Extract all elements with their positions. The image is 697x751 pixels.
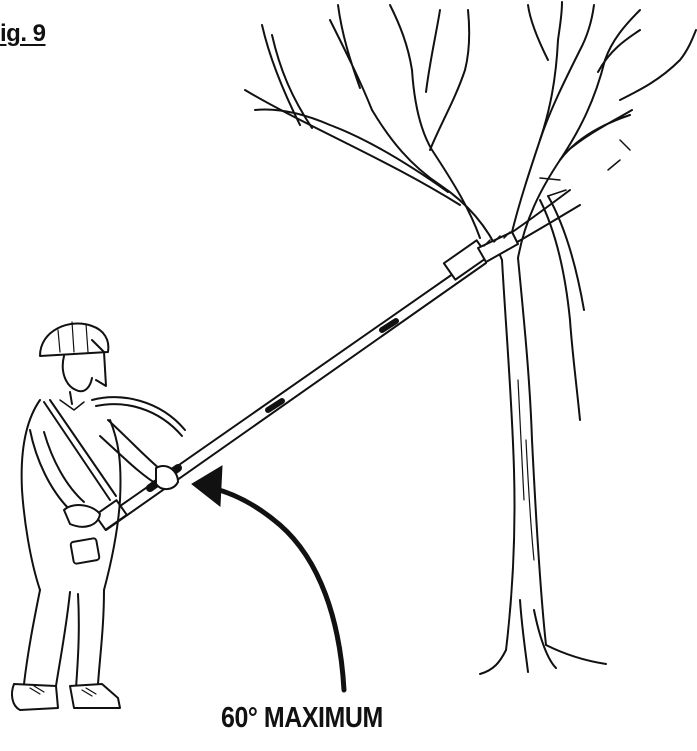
chest-strap xyxy=(44,400,116,500)
branch-lower-right xyxy=(540,196,584,420)
tree-trunk-right-edge xyxy=(518,258,546,645)
twigs xyxy=(540,140,630,196)
branch-left-1 xyxy=(245,90,460,205)
figure-label: ig. 9 xyxy=(0,20,46,48)
pole-shaft xyxy=(100,255,486,530)
angle-arrow-head xyxy=(192,466,222,506)
hip-battery xyxy=(70,538,99,564)
legs xyxy=(24,590,104,688)
harness-strap xyxy=(92,397,185,436)
branch-left-4 xyxy=(390,5,440,92)
left-arm xyxy=(30,430,84,510)
branch-left-2 xyxy=(330,5,372,110)
branch-right-1 xyxy=(560,110,632,160)
fork-left-inner xyxy=(412,70,480,238)
tree xyxy=(245,2,696,674)
angle-indicator xyxy=(212,488,344,690)
head xyxy=(63,356,92,404)
left-boot xyxy=(12,684,58,710)
saw-bar xyxy=(478,232,518,262)
branch-right-2 xyxy=(598,10,640,72)
angle-arrow-curve xyxy=(212,488,344,690)
branch-left-1b xyxy=(255,110,448,192)
tree-trunk-left-edge xyxy=(502,260,515,650)
right-boot xyxy=(70,684,120,708)
bark-lines xyxy=(518,380,534,560)
operator xyxy=(12,322,178,710)
left-hand xyxy=(64,505,100,527)
branch-right-3 xyxy=(540,5,594,140)
angle-limit-label: 60° MAXIMUM xyxy=(221,702,383,735)
branch-right-5 xyxy=(620,30,696,100)
branch-cut-target xyxy=(508,190,580,245)
